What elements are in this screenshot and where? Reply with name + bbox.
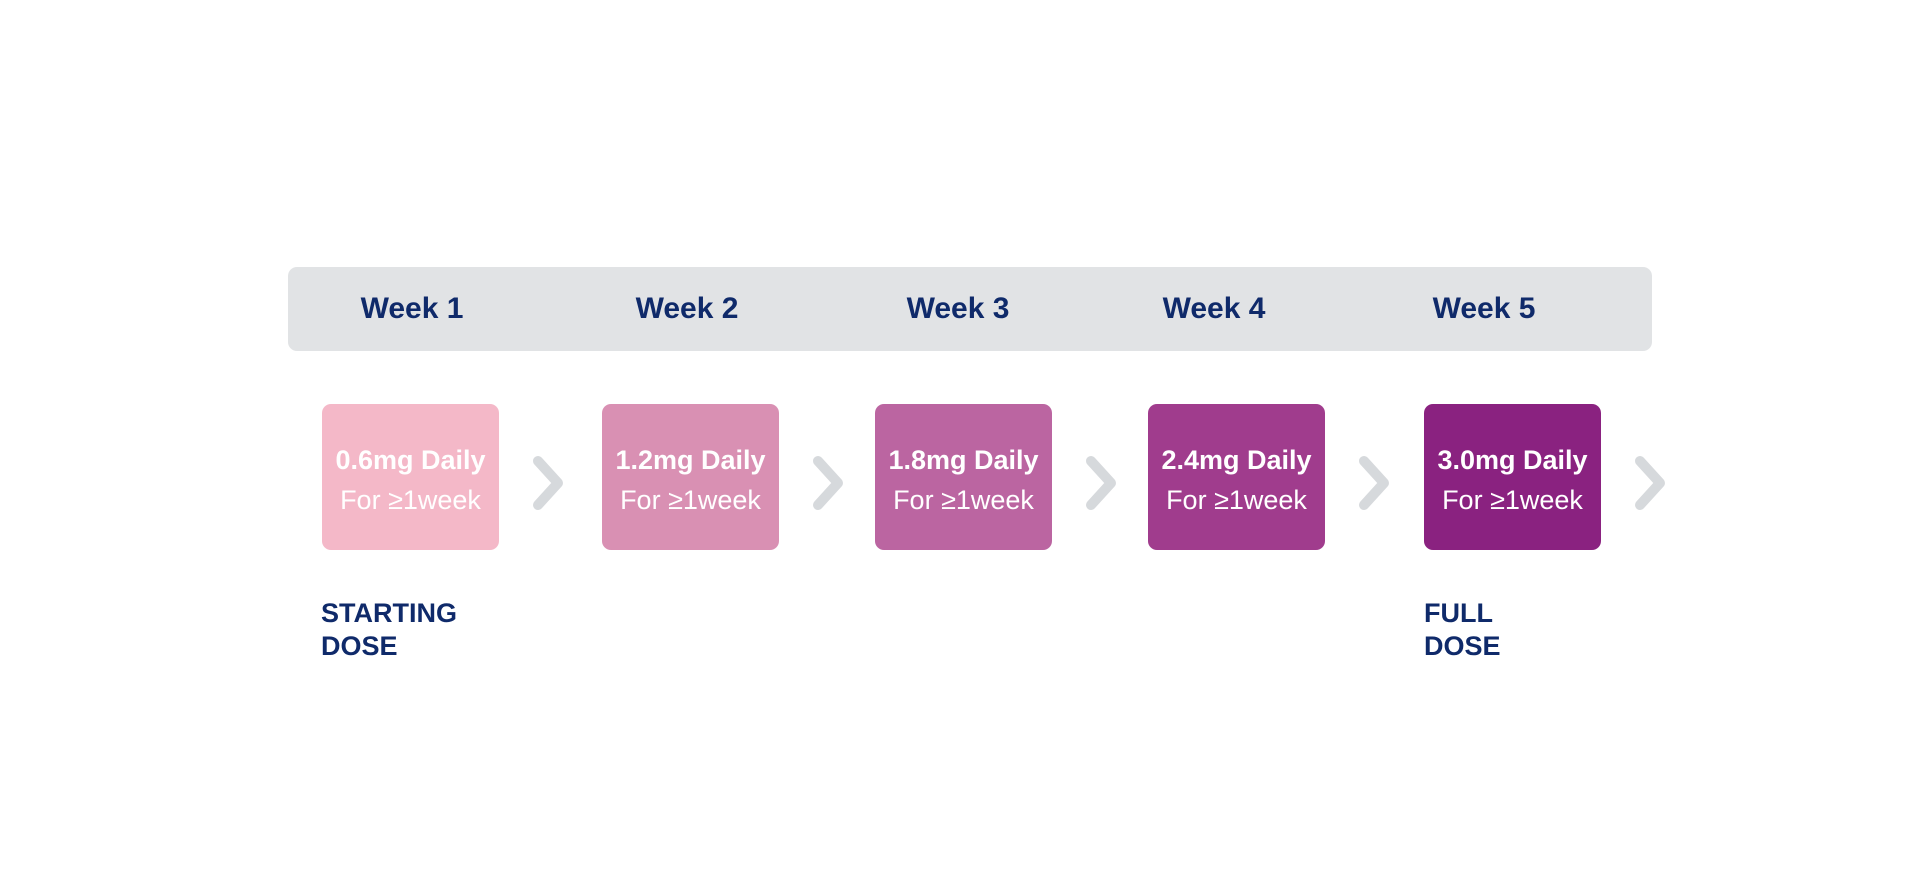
- dose-duration: For ≥1week: [1442, 485, 1583, 515]
- dose-duration: For ≥1week: [620, 485, 761, 515]
- dose-step-3: 1.8mg Daily For ≥1week: [875, 404, 1052, 550]
- week-header-bar: Week 1 Week 2 Week 3 Week 4 Week 5: [288, 267, 1652, 351]
- dose-amount: 3.0mg Daily: [1437, 445, 1588, 475]
- dose-amount: 0.6mg Daily: [335, 445, 486, 475]
- chevron-right-icon: [1359, 456, 1389, 510]
- dose-duration: For ≥1week: [893, 485, 1034, 515]
- chevron-right-icon: [1086, 456, 1116, 510]
- week-label-2: Week 2: [635, 292, 739, 325]
- dose-step-2: 1.2mg Daily For ≥1week: [602, 404, 779, 550]
- starting-dose-label: STARTING DOSE: [321, 598, 457, 661]
- week-label-3: Week 3: [906, 292, 1010, 325]
- dose-step-5: 3.0mg Daily For ≥1week: [1424, 404, 1601, 550]
- dose-amount: 1.2mg Daily: [615, 445, 766, 475]
- chevron-right-icon: [813, 456, 843, 510]
- dose-amount: 1.8mg Daily: [888, 445, 1039, 475]
- dose-step-1: 0.6mg Daily For ≥1week: [322, 404, 499, 550]
- dose-amount: 2.4mg Daily: [1161, 445, 1312, 475]
- chevron-right-icon: [533, 456, 563, 510]
- week-label-5: Week 5: [1432, 292, 1536, 325]
- week-label-4: Week 4: [1162, 292, 1266, 325]
- dose-step-4: 2.4mg Daily For ≥1week: [1148, 404, 1325, 550]
- dose-duration: For ≥1week: [340, 485, 481, 515]
- chevron-right-icon: [1635, 456, 1665, 510]
- full-dose-label: FULL DOSE: [1424, 598, 1501, 661]
- dose-duration: For ≥1week: [1166, 485, 1307, 515]
- week-label-1: Week 1: [360, 292, 464, 325]
